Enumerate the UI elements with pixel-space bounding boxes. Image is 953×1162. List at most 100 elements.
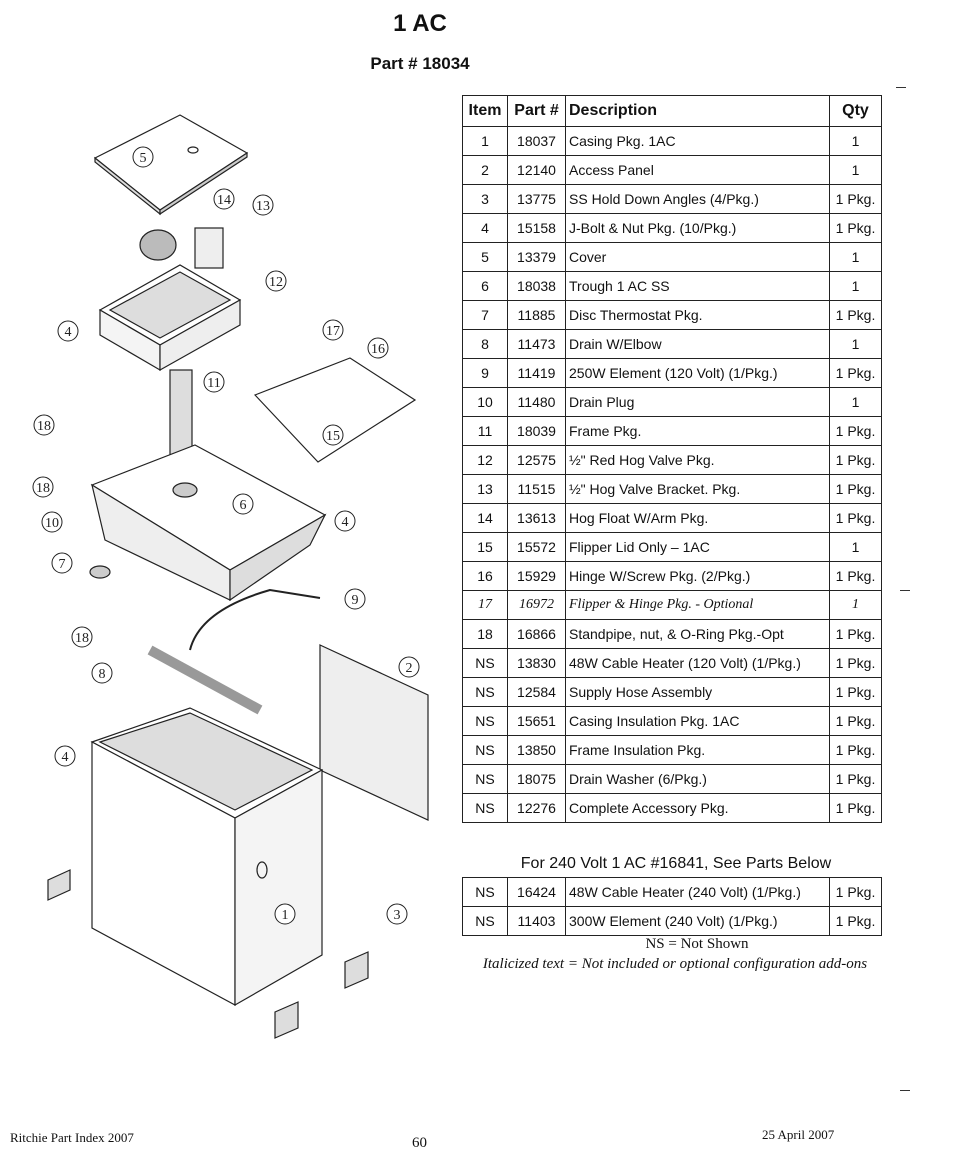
callout-circle (386, 903, 408, 925)
page-title: 1 AC (393, 10, 447, 37)
cell-description: Complete Accessory Pkg. (565, 793, 830, 823)
cell-qty: 1 Pkg. (829, 474, 882, 504)
flipper-lid-part (253, 357, 417, 463)
cell-item: 18 (462, 619, 508, 649)
cell-item: NS (462, 706, 508, 736)
callout-circle (367, 337, 389, 359)
cell-item: 12 (462, 445, 508, 475)
callout-circle (252, 194, 274, 216)
cell-qty: 1 Pkg. (829, 619, 882, 649)
cell-part-number: 11403 (507, 906, 566, 936)
cell-part-number: 12140 (507, 155, 566, 185)
cell-item: NS (462, 735, 508, 765)
hog-float-part (139, 229, 177, 261)
cell-qty: 1 (829, 329, 882, 359)
cell-item: 4 (462, 213, 508, 243)
cell-item: 6 (462, 271, 508, 301)
cell-part-number: 11515 (507, 474, 566, 504)
cell-item: NS (462, 877, 508, 907)
parts-table-header-row: Item Part # Description Qty (462, 95, 882, 127)
cell-description: Hinge W/Screw Pkg. (2/Pkg.) (565, 561, 830, 591)
callout-label: 4 (62, 750, 69, 765)
callout-circle (213, 188, 235, 210)
callout-label: 9 (352, 593, 359, 608)
cell-item: 14 (462, 503, 508, 533)
cell-description: ½" Hog Valve Bracket. Pkg. (565, 474, 830, 504)
callout-label: 18 (36, 481, 50, 496)
cell-part-number: 13850 (507, 735, 566, 765)
callout-label: 1 (282, 908, 289, 923)
header-qty: Qty (829, 95, 882, 127)
callout-label: 16 (371, 342, 385, 357)
header-item: Item (462, 95, 508, 127)
margin-mark (900, 590, 910, 591)
callout-label: 4 (342, 515, 349, 530)
margin-mark (896, 87, 906, 88)
cell-description: Cover (565, 242, 830, 272)
cell-description: Casing Insulation Pkg. 1AC (565, 706, 830, 736)
cell-item: NS (462, 906, 508, 936)
margin-mark (900, 1090, 910, 1091)
italic-note: Italicized text = Not included or option… (482, 956, 868, 972)
callout-label: 11 (207, 376, 220, 391)
callout-label: 12 (269, 275, 283, 290)
cell-part-number: 15158 (507, 213, 566, 243)
cell-description: 250W Element (120 Volt) (1/Pkg.) (565, 358, 830, 388)
callout-circle (398, 656, 420, 678)
callout-label: 3 (394, 908, 401, 923)
cell-item: 5 (462, 242, 508, 272)
callout-circle (57, 320, 79, 342)
callout-label: 4 (65, 325, 72, 340)
callout-label: 17 (326, 324, 340, 339)
cell-item: 15 (462, 532, 508, 562)
callout-circle (54, 745, 76, 767)
cell-part-number: 12575 (507, 445, 566, 475)
callout-circle (132, 146, 154, 168)
cell-item: NS (462, 648, 508, 678)
callout-circle (344, 588, 366, 610)
cell-qty: 1 (829, 387, 882, 417)
cell-qty: 1 (829, 126, 882, 156)
cell-item: NS (462, 677, 508, 707)
cell-description: 48W Cable Heater (120 Volt) (1/Pkg.) (565, 648, 830, 678)
cell-item: 2 (462, 155, 508, 185)
cell-qty: 1 Pkg. (829, 764, 882, 794)
cell-qty: 1 Pkg. (829, 877, 882, 907)
access-panel-part (319, 644, 429, 821)
header-part-number: Part # (507, 95, 566, 127)
callout-circle (265, 270, 287, 292)
callout-label: 7 (59, 557, 66, 572)
standpipe-part (169, 369, 193, 461)
cell-qty: 1 Pkg. (829, 300, 882, 330)
cell-part-number: 13830 (507, 648, 566, 678)
cell-qty: 1 Pkg. (829, 793, 882, 823)
cell-item: NS (462, 793, 508, 823)
cell-description: Standpipe, nut, & O-Ring Pkg.-Opt (565, 619, 830, 649)
cell-part-number: 16972 (507, 590, 566, 620)
callout-label: 14 (217, 193, 231, 208)
cell-description: 300W Element (240 Volt) (1/Pkg.) (565, 906, 830, 936)
cell-description: Drain W/Elbow (565, 329, 830, 359)
footer-index-title: Ritchie Part Index 2007 (10, 1130, 134, 1145)
cell-part-number: 13613 (507, 503, 566, 533)
cell-description: Drain Plug (565, 387, 830, 417)
cell-qty: 1 Pkg. (829, 184, 882, 214)
cell-item: 10 (462, 387, 508, 417)
callout-label: 13 (256, 199, 270, 214)
hog-valve-bracket-part (194, 227, 224, 269)
